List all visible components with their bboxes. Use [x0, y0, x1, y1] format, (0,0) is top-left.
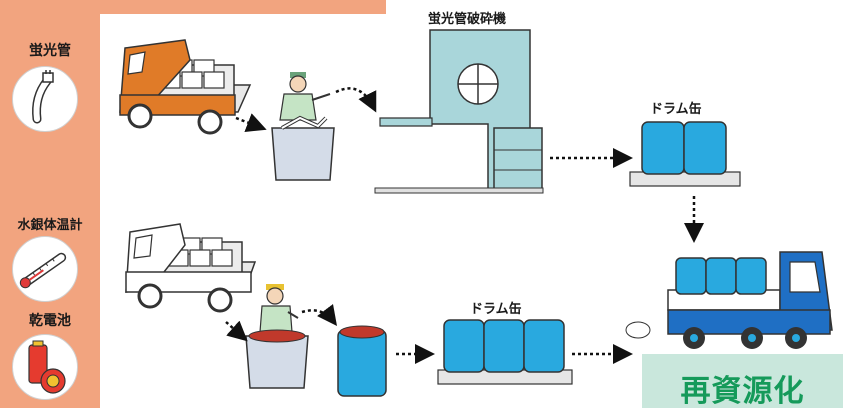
- white-truck: [125, 223, 257, 313]
- dry-battery-icon: [12, 334, 78, 400]
- sidebar-item-battery-label: 乾電池: [29, 313, 71, 329]
- battery-drum: [337, 325, 387, 397]
- drums-top: [629, 121, 741, 187]
- recycling-result-label: 再資源化: [680, 374, 805, 409]
- drum-label-top: ドラム缶: [650, 102, 702, 117]
- drums-bottom: [437, 319, 573, 385]
- top-accent-bar: [100, 0, 386, 14]
- flow-arrows: [225, 87, 704, 364]
- battery-bin: [245, 329, 309, 389]
- fluorescent-crusher: [374, 29, 544, 194]
- fluorescent-tube-icon: [12, 66, 78, 132]
- worker-bottom: [259, 284, 299, 333]
- result-box: [642, 354, 843, 408]
- recycling-truck: [625, 251, 833, 349]
- orange-truck: [119, 39, 252, 135]
- sidebar-item-fluorescent-label: 蛍光管: [29, 43, 71, 59]
- tube-bin: [271, 115, 335, 181]
- worker-top: [279, 72, 331, 121]
- drum-label-bottom: ドラム缶: [470, 302, 522, 317]
- mercury-thermometer-icon: [12, 236, 78, 302]
- sidebar-item-thermometer-label: 水銀体温計: [17, 218, 83, 233]
- crusher-label: 蛍光管破砕機: [428, 12, 507, 27]
